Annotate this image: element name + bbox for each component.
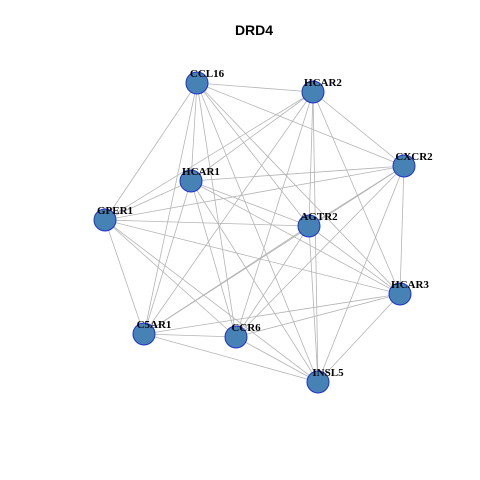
edge-ccl16-insl5 [196,82,319,383]
node-circle[interactable] [388,282,412,306]
node-label: HCAR3 [391,279,429,291]
edge-cxcr2-hcar1 [190,165,405,182]
edge-ccl16-hcar2 [196,82,314,93]
edge-agtr2-c5ar1 [143,225,310,335]
node-circle[interactable] [179,169,203,193]
node-hcar1[interactable]: HCAR1 [179,166,220,193]
edge-layer [104,82,405,383]
edge-hcar1-gper1 [104,180,192,221]
node-circle[interactable] [185,71,209,95]
edge-c5ar1-insl5 [143,333,319,383]
node-label: CXCR2 [395,151,433,163]
node-label: C5AR1 [137,319,172,331]
edge-hcar2-cxcr2 [312,91,405,167]
edge-c5ar1-ccr6 [143,333,237,338]
edge-gper1-c5ar1 [104,219,145,335]
edge-cxcr2-gper1 [104,165,405,221]
edge-hcar2-hcar3 [312,91,401,295]
edge-ccl16-gper1 [104,82,198,221]
edge-ccl16-agtr2 [196,82,310,227]
edge-gper1-ccr6 [104,219,237,338]
edge-ccr6-insl5 [235,336,319,383]
diagram-title: DRD4 [235,22,273,38]
edge-hcar3-insl5 [317,293,401,383]
edge-hcar1-insl5 [190,180,319,383]
edge-hcar1-hcar3 [190,180,401,295]
edge-hcar1-ccr6 [190,180,237,338]
edge-cxcr2-insl5 [317,165,405,383]
edge-ccl16-hcar1 [190,82,198,182]
edge-gper1-agtr2 [104,219,310,227]
node-agtr2[interactable]: AGTR2 [297,211,338,238]
node-circle[interactable] [306,370,330,394]
edge-hcar3-c5ar1 [143,293,401,335]
node-c5ar1[interactable]: C5AR1 [132,319,172,346]
node-label: GPER1 [97,205,133,217]
edge-cxcr2-hcar3 [399,165,405,295]
node-circle[interactable] [224,325,248,349]
edge-agtr2-ccr6 [235,225,310,338]
edge-agtr2-hcar3 [308,225,401,295]
node-circle[interactable] [297,214,321,238]
edge-gper1-hcar3 [104,219,401,295]
node-cxcr2[interactable]: CXCR2 [392,151,433,178]
node-insl5[interactable]: INSL5 [306,367,344,394]
node-label: HCAR2 [304,77,342,89]
edge-hcar2-ccr6 [235,91,314,338]
edge-cxcr2-ccr6 [235,165,405,338]
node-ccl16[interactable]: CCL16 [185,68,225,95]
node-circle[interactable] [93,208,117,232]
edge-hcar3-ccr6 [235,293,401,338]
node-label: CCR6 [231,322,261,334]
edge-hcar1-agtr2 [190,180,310,227]
edge-agtr2-insl5 [308,225,319,383]
edge-hcar2-insl5 [312,91,319,383]
edge-gper1-insl5 [104,219,319,383]
edge-hcar2-agtr2 [308,91,314,227]
edge-ccl16-hcar3 [196,82,401,295]
node-gper1[interactable]: GPER1 [93,205,133,232]
node-label: AGTR2 [300,211,338,223]
node-label: CCL16 [190,68,225,80]
node-label: INSL5 [312,367,344,379]
edge-ccl16-cxcr2 [196,82,405,167]
edge-hcar2-hcar1 [190,91,314,182]
edge-hcar1-c5ar1 [143,180,192,335]
node-hcar2[interactable]: HCAR2 [301,77,342,104]
node-label: HCAR1 [182,166,220,178]
node-circle[interactable] [392,154,416,178]
edge-hcar2-gper1 [104,91,314,221]
node-circle[interactable] [132,322,156,346]
node-hcar3[interactable]: HCAR3 [388,279,429,306]
node-circle[interactable] [301,80,325,104]
edge-hcar2-c5ar1 [143,91,314,335]
node-ccr6[interactable]: CCR6 [224,322,261,349]
edge-ccl16-ccr6 [196,82,237,338]
